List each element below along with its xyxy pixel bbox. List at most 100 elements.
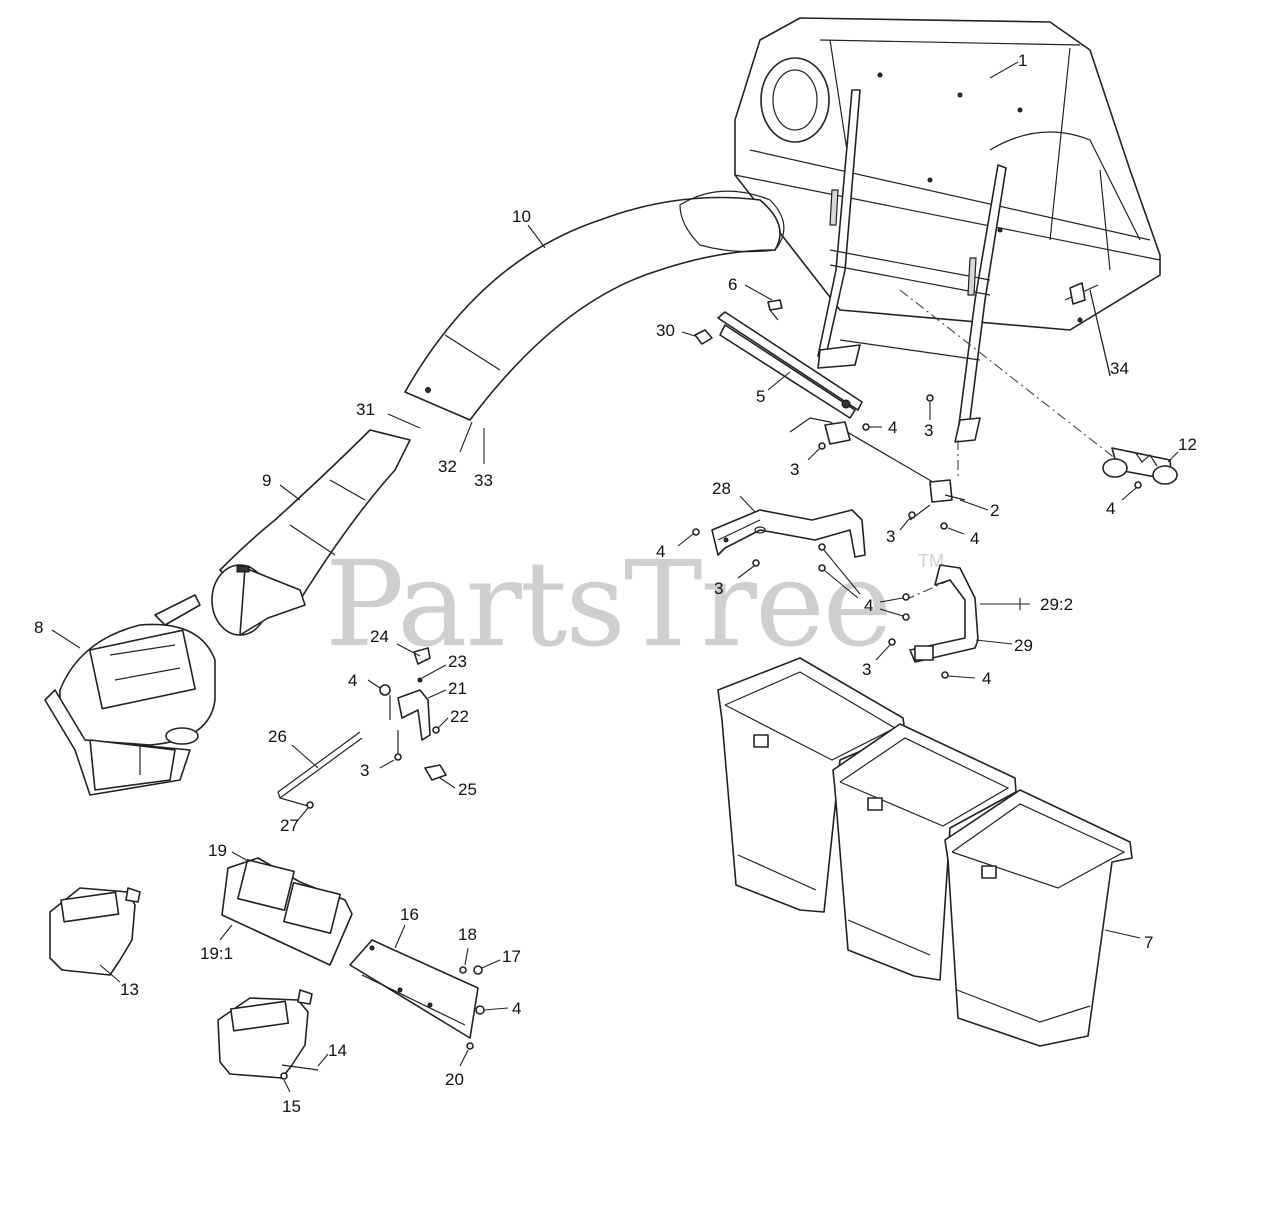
callout-19[interactable]: 19 [208,841,227,860]
part-lower-tube[interactable] [211,429,411,636]
part-rod-26[interactable] [277,731,363,807]
part-18[interactable] [459,966,467,974]
part-20[interactable] [466,1042,474,1050]
callout-10[interactable]: 10 [512,207,531,226]
callout-3-c[interactable]: 3 [886,527,895,546]
callout-21[interactable]: 21 [448,679,467,698]
callout-4-a[interactable]: 4 [888,418,897,437]
nut-4-d3[interactable] [902,593,910,601]
bag-middle[interactable] [832,723,1017,981]
callout-14[interactable]: 14 [328,1041,347,1060]
callout-27[interactable]: 27 [280,816,299,835]
part-24[interactable] [413,647,431,665]
callout-4-h[interactable]: 4 [512,999,521,1018]
part-25[interactable] [424,764,447,781]
callout-7[interactable]: 7 [1144,933,1153,952]
pin-3-a[interactable] [926,394,934,402]
callout-4-f[interactable]: 4 [348,671,357,690]
nut-4-a[interactable] [862,423,870,431]
callout-34[interactable]: 34 [1110,359,1129,378]
callout-4-e[interactable]: 4 [982,669,991,688]
part-23[interactable] [417,677,423,683]
assembly-line-34-12 [899,289,1131,471]
nut-4-d2[interactable] [818,564,826,572]
nut-4-e[interactable] [941,671,949,679]
pin-3-f[interactable] [394,753,402,761]
callout-17[interactable]: 17 [502,947,521,966]
pin-3-c[interactable] [908,511,916,519]
callout-24[interactable]: 24 [370,627,389,646]
callout-23[interactable]: 23 [448,652,467,671]
part-hopper[interactable] [734,17,1161,331]
nut-4-d1[interactable] [818,543,826,551]
part-hopper-frame[interactable] [817,89,1007,443]
hopper-bolts [877,72,1083,323]
pin-3-b[interactable] [818,442,826,450]
part-pin-34[interactable] [1064,282,1099,305]
callout-3-a[interactable]: 3 [924,421,933,440]
part-upper-tube[interactable] [404,190,785,421]
callout-6[interactable]: 6 [728,275,737,294]
callout-33[interactable]: 33 [474,471,493,490]
callout-12[interactable]: 12 [1178,435,1197,454]
callout-2[interactable]: 2 [990,501,999,520]
callout-18[interactable]: 18 [458,925,477,944]
part-bracket-29[interactable] [909,564,979,663]
nut-4-h[interactable] [475,1005,485,1015]
callout-8[interactable]: 8 [34,618,43,637]
part-13[interactable] [49,887,141,976]
callout-9[interactable]: 9 [262,471,271,490]
pin-3-d[interactable] [752,559,760,567]
callout-1[interactable]: 1 [1018,51,1027,70]
part-15[interactable] [280,1072,288,1080]
part-nut-30[interactable] [694,329,713,345]
part-blower[interactable] [44,594,216,796]
part-plate-16[interactable] [349,939,479,1039]
part-bolt-6[interactable] [767,299,783,321]
callout-4-b[interactable]: 4 [970,529,979,548]
callout-28[interactable]: 28 [712,479,731,498]
nut-4-b[interactable] [940,522,948,530]
nut-4-d4[interactable] [902,613,910,621]
part-17[interactable] [473,965,483,975]
pin-3-e[interactable] [888,638,896,646]
callout-5[interactable]: 5 [756,387,765,406]
watermark-text: PartsTree [325,535,891,673]
callout-31[interactable]: 31 [356,400,375,419]
part-bracket-21[interactable] [389,689,431,741]
callout-15[interactable]: 15 [282,1097,301,1116]
part-mount-bar[interactable] [717,311,863,419]
part-rod-assembly[interactable] [789,417,966,521]
callout-25[interactable]: 25 [458,780,477,799]
callout-4-d[interactable]: 4 [864,596,873,615]
callout-3-e[interactable]: 3 [862,660,871,679]
callout-3-f[interactable]: 3 [360,761,369,780]
callout-3-d[interactable]: 3 [714,579,723,598]
nut-4-c[interactable] [692,528,700,536]
callout-22[interactable]: 22 [450,707,469,726]
part-14[interactable] [217,989,319,1079]
part-22[interactable] [432,726,440,734]
part-19[interactable] [221,857,353,966]
bag-right[interactable] [944,789,1133,1047]
callout-4-c[interactable]: 4 [656,542,665,561]
callout-29[interactable]: 29 [1014,636,1033,655]
callout-29-2[interactable]: 29:2 [1040,595,1073,614]
part-12[interactable] [1102,447,1178,485]
callout-16[interactable]: 16 [400,905,419,924]
callout-19-1[interactable]: 19:1 [200,944,233,963]
callout-3-b[interactable]: 3 [790,460,799,479]
callout-26[interactable]: 26 [268,727,287,746]
callout-13[interactable]: 13 [120,980,139,999]
callout-30[interactable]: 30 [656,321,675,340]
part-bracket-28[interactable] [711,509,866,558]
nut-4-f[interactable] [379,684,391,696]
part-27[interactable] [306,801,314,809]
callout-20[interactable]: 20 [445,1070,464,1089]
callout-32[interactable]: 32 [438,457,457,476]
callout-4-g[interactable]: 4 [1106,499,1115,518]
part-bags[interactable] [717,657,1133,1047]
watermark-trademark: TM [918,551,944,571]
nut-4-near-12[interactable] [1134,481,1142,489]
